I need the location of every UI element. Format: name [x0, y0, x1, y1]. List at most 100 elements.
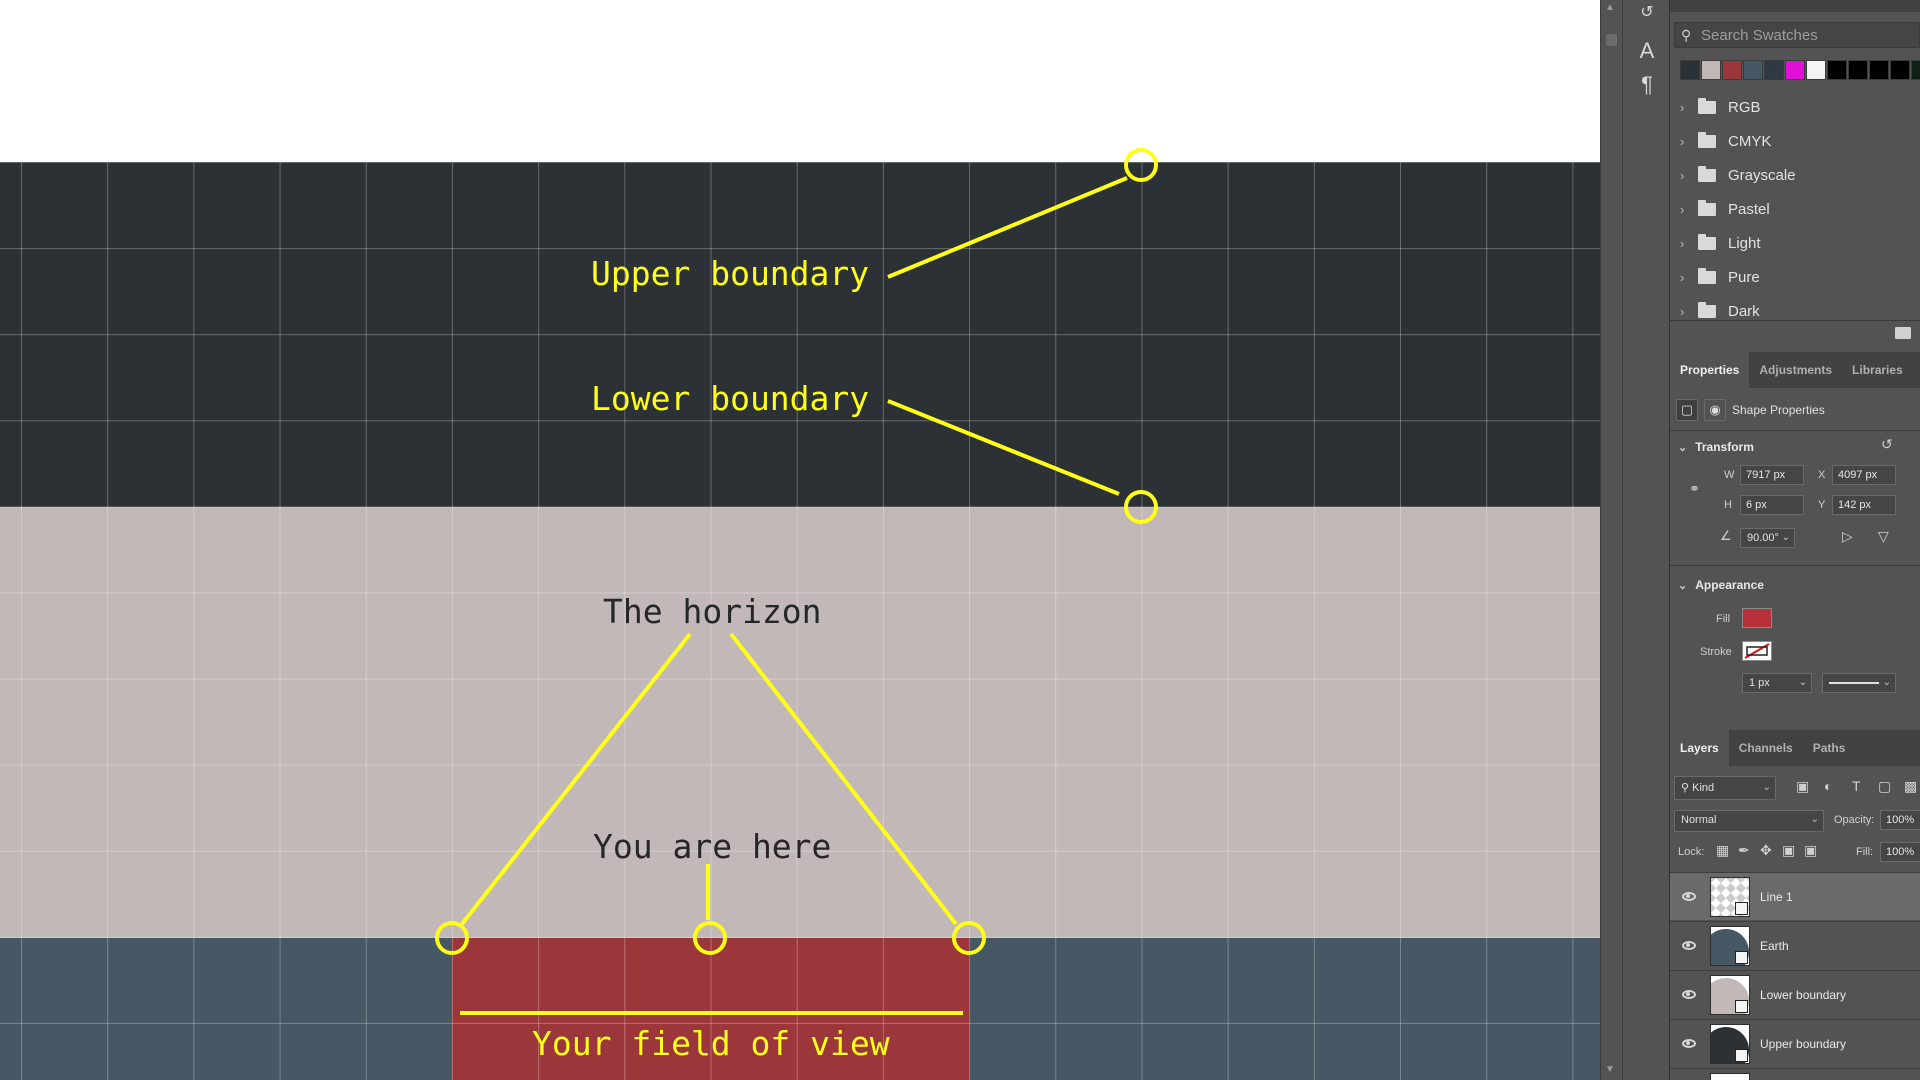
fill-label: Fill — [1716, 613, 1731, 625]
lock-pixels-brush-icon[interactable]: ✒ — [1738, 842, 1750, 858]
layer-earth[interactable]: Earth — [1670, 921, 1920, 969]
chevron-right-icon[interactable]: › — [1680, 99, 1685, 115]
chevron-right-icon[interactable]: › — [1680, 303, 1685, 319]
smart-object-filter-icon[interactable]: ▩ — [1904, 778, 1918, 794]
scroll-down-icon[interactable]: ▼ — [1605, 1064, 1615, 1075]
swatch-group-grayscale[interactable]: › Grayscale — [1680, 165, 1796, 184]
tab-adjustments[interactable]: Adjustments — [1759, 363, 1833, 377]
swatch-chip[interactable] — [1680, 60, 1700, 80]
flip-vertical-icon[interactable]: ▽ — [1878, 528, 1889, 544]
layer-partial[interactable] — [1670, 1068, 1920, 1080]
layer-lower-boundary[interactable]: Lower boundary — [1670, 970, 1920, 1018]
folder-icon — [1698, 233, 1716, 250]
height-field[interactable]: 6 px — [1740, 495, 1804, 515]
swatch-group-dark[interactable]: › Dark — [1680, 301, 1760, 320]
history-icon[interactable]: ↺ — [1640, 4, 1654, 21]
opacity-field[interactable]: 100% — [1880, 810, 1920, 830]
tab-layers[interactable]: Layers — [1670, 730, 1729, 766]
fov-right-marker[interactable] — [952, 921, 986, 955]
swatch-chip[interactable] — [1806, 60, 1826, 80]
swatch-search-input[interactable] — [1701, 25, 1916, 45]
chevron-down-icon[interactable]: ⌄ — [1762, 782, 1771, 793]
canvas-scrollbar[interactable]: ▲ ▼ — [1600, 0, 1622, 1080]
swatch-chip[interactable] — [1764, 60, 1784, 80]
tab-libraries[interactable]: Libraries — [1852, 363, 1903, 377]
shape-layer-filter-icon[interactable]: ▢ — [1878, 778, 1892, 794]
eye-icon[interactable] — [1682, 941, 1696, 950]
scroll-thumb[interactable] — [1606, 34, 1617, 46]
chevron-right-icon[interactable]: › — [1680, 235, 1685, 251]
swatch-chip[interactable] — [1869, 60, 1889, 80]
swatch-chip[interactable] — [1827, 60, 1847, 80]
appearance-section-title[interactable]: ⌄ Appearance — [1678, 578, 1764, 592]
swatch-chip[interactable] — [1722, 60, 1742, 80]
chevron-right-icon[interactable]: › — [1680, 201, 1685, 217]
horizon-label: The horizon — [603, 592, 822, 631]
swatch-chip[interactable] — [1743, 60, 1763, 80]
tab-properties[interactable]: Properties — [1670, 352, 1750, 388]
type-layer-filter-icon[interactable]: T — [1852, 778, 1861, 794]
swatch-search-box[interactable]: ⚲ — [1674, 22, 1920, 48]
mask-icon[interactable]: ◉ — [1704, 399, 1726, 421]
eye-icon[interactable] — [1682, 990, 1696, 999]
upper-boundary-marker[interactable] — [1124, 148, 1158, 182]
link-icon[interactable]: ⚭ — [1689, 481, 1700, 496]
swatch-chip[interactable] — [1890, 60, 1910, 80]
layer-kind-select[interactable]: ⚲ Kind ⌄ — [1674, 776, 1776, 800]
chevron-down-icon[interactable]: ⌄ — [1781, 532, 1790, 543]
lock-position-move-icon[interactable]: ✥ — [1760, 842, 1772, 858]
swatch-chip[interactable] — [1848, 60, 1868, 80]
layer-fill-field[interactable]: 100% — [1880, 842, 1920, 862]
swatch-group-light[interactable]: › Light — [1680, 233, 1761, 252]
tab-channels[interactable]: Channels — [1738, 741, 1793, 755]
swatch-chip[interactable] — [1701, 60, 1721, 80]
transform-section-title[interactable]: ⌄ Transform — [1678, 440, 1754, 454]
here-marker[interactable] — [693, 921, 727, 955]
chevron-down-icon[interactable]: ⌄ — [1798, 677, 1807, 688]
swatch-group-cmyk[interactable]: › CMYK — [1680, 131, 1772, 150]
swatch-group-rgb[interactable]: › RGB — [1680, 97, 1761, 116]
chevron-right-icon[interactable]: › — [1680, 133, 1685, 149]
scroll-up-icon[interactable]: ▲ — [1605, 2, 1615, 13]
fill-color-swatch[interactable] — [1742, 608, 1772, 628]
tab-paths[interactable]: Paths — [1812, 741, 1846, 755]
flip-horizontal-icon[interactable]: ▷ — [1842, 528, 1853, 544]
swatch-group-pastel[interactable]: › Pastel — [1680, 199, 1770, 218]
stroke-label: Stroke — [1700, 646, 1732, 658]
swatch-group-pure[interactable]: › Pure — [1680, 267, 1760, 286]
pixel-layer-filter-icon[interactable]: ▣ — [1796, 778, 1810, 794]
chevron-down-icon[interactable]: ⌄ — [1678, 579, 1688, 592]
paragraph-icon[interactable]: ¶ — [1641, 72, 1653, 97]
reset-transform-icon[interactable]: ↺ — [1881, 436, 1893, 452]
y-field[interactable]: 142 px — [1832, 495, 1896, 515]
stroke-style-select[interactable]: ⌄ — [1822, 673, 1896, 693]
lock-all-icon[interactable]: ▣ — [1804, 842, 1818, 858]
angle-field[interactable]: 90.00° ⌄ — [1740, 528, 1795, 548]
stroke-color-swatch[interactable] — [1742, 641, 1772, 661]
lower-boundary-marker[interactable] — [1124, 490, 1158, 524]
adjustment-layer-filter-icon[interactable]: ◐ — [1824, 778, 1833, 794]
document-canvas[interactable]: Upper boundary Lower boundary The horizo… — [0, 0, 1600, 1080]
shape-transform-icon[interactable]: ▢ — [1676, 399, 1698, 421]
fov-left-marker[interactable] — [435, 921, 469, 955]
width-field[interactable]: 7917 px — [1740, 465, 1804, 485]
chevron-down-icon[interactable]: ⌄ — [1882, 677, 1891, 688]
swatch-chip[interactable] — [1911, 60, 1920, 80]
character-icon[interactable]: A — [1639, 38, 1655, 63]
stroke-width-select[interactable]: 1 px ⌄ — [1742, 673, 1812, 693]
x-field[interactable]: 4097 px — [1832, 465, 1896, 485]
lock-transparency-icon[interactable]: ▦ — [1716, 842, 1730, 858]
lock-artboard-icon[interactable]: ▣ — [1782, 842, 1796, 858]
eye-icon[interactable] — [1682, 1039, 1696, 1048]
chevron-right-icon[interactable]: › — [1680, 269, 1685, 285]
swatch-chip[interactable] — [1785, 60, 1805, 80]
blend-mode-select[interactable]: Normal ⌄ — [1674, 810, 1824, 832]
new-swatch-group-icon[interactable] — [1895, 327, 1911, 339]
layer-upper-boundary[interactable]: Upper boundary — [1670, 1019, 1920, 1067]
chevron-right-icon[interactable]: › — [1680, 167, 1685, 183]
right-panel-stack: ⚲ › RGB › CMYK › Grayscale › Pastel › Li… — [1670, 0, 1920, 1080]
layer-line-1[interactable]: Line 1 — [1670, 872, 1920, 920]
chevron-down-icon[interactable]: ⌄ — [1810, 814, 1819, 825]
chevron-down-icon[interactable]: ⌄ — [1678, 441, 1688, 454]
eye-icon[interactable] — [1682, 892, 1696, 901]
